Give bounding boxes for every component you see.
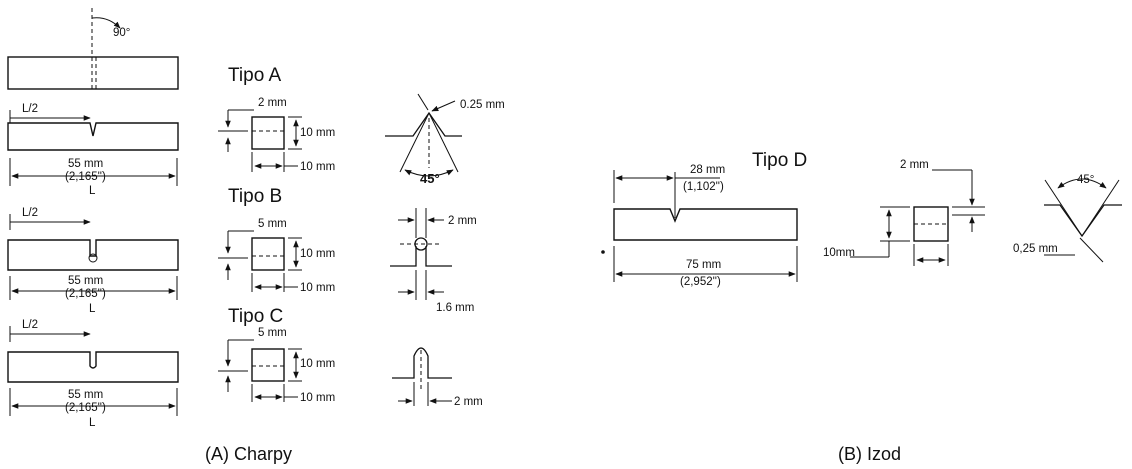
tipo-a-notch-depth: 2 mm [258,97,287,109]
izod-notch-angle: 45° [1077,174,1094,186]
tipo-a-radius: 0.25 mm [460,99,505,111]
izod-length-mm: 75 mm [686,259,721,271]
charpy-specimen-a: L/2 55 mm (2,165'') L [7,103,179,197]
length-in-b: (2,165'') [65,288,106,300]
length-mm-b: 55 mm [68,275,103,287]
tipo-d-title: Tipo D [752,150,807,171]
half-length-a: L/2 [22,103,38,115]
tipo-b-width: 10 mm [300,282,335,294]
tipo-a-section: Tipo A 2 mm 10 mm 10 mm 0.25 mm 45° [218,65,505,186]
tipo-b-hole-dia: 1.6 mm [436,302,474,314]
length-in-c: (2,165'') [65,402,106,414]
tipo-b-height: 10 mm [300,248,335,260]
tipo-a-title: Tipo A [228,65,281,86]
izod-height: 10mm [823,247,855,259]
length-symbol-a: L [89,185,96,197]
tipo-c-section: Tipo C 5 mm 10 mm 10 mm 2 mm [218,306,483,408]
charpy-specimen-c: L/2 55 mm (2,165'') L [7,319,179,429]
tipo-b-notch-depth: 5 mm [258,218,287,230]
tipo-b-title: Tipo B [228,186,282,207]
tipo-b-section: Tipo B 5 mm 10 mm 10 mm 2 mm 1.6 mm [218,186,477,314]
izod-caption: (B) Izod [838,444,901,464]
izod-section: Tipo D 28 mm (1,102'') 75 mm (2,952'') 1… [601,150,1122,288]
tipo-a-height: 10 mm [300,127,335,139]
tipo-a-width: 10 mm [300,161,335,173]
charpy-caption: (A) Charpy [205,444,292,464]
tipo-c-width: 10 mm [300,392,335,404]
izod-notch-pos-mm: 28 mm [690,164,725,176]
half-length-c: L/2 [22,319,38,331]
length-symbol-b: L [89,303,96,315]
tipo-c-title: Tipo C [228,306,283,327]
length-symbol-c: L [89,417,96,429]
tipo-c-slot-width: 2 mm [454,396,483,408]
izod-notch-radius: 0,25 mm [1013,243,1058,255]
tipo-b-slot-width: 2 mm [448,215,477,227]
tipo-c-height: 10 mm [300,358,335,370]
half-length-b: L/2 [22,207,38,219]
length-in-a: (2,165'') [65,171,106,183]
izod-notch-depth: 2 mm [900,159,929,171]
izod-notch-pos-in: (1,102'') [683,181,724,193]
izod-length-in: (2,952'') [680,276,721,288]
length-mm-c: 55 mm [68,389,103,401]
tipo-a-angle: 45° [420,171,440,186]
charpy-top-view: 90° [7,8,179,90]
length-mm-a: 55 mm [68,158,103,170]
angle-90-label: 90° [113,27,130,39]
charpy-specimen-b: L/2 55 mm (2,165'') L [7,207,179,315]
tipo-c-notch-depth: 5 mm [258,327,287,339]
